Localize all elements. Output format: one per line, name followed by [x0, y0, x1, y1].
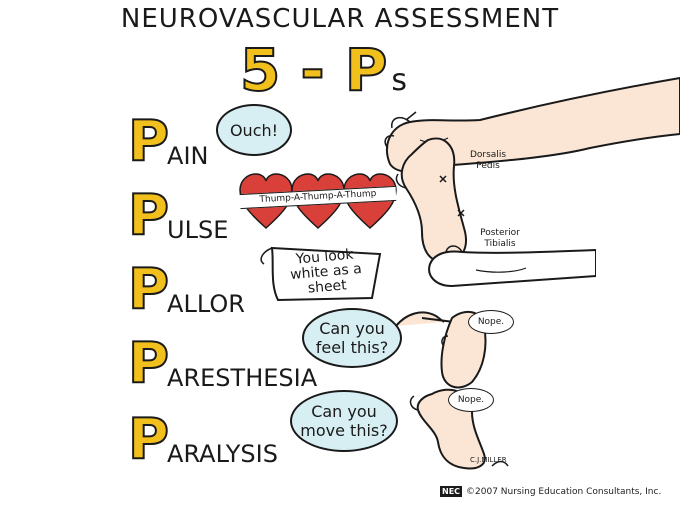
paralysis-bubble-text: Can you move this? [300, 402, 388, 440]
footer: NEC ©2007 Nursing Education Consultants,… [440, 486, 661, 497]
five-ps-main: 5 - P [239, 36, 388, 104]
item-pain-letter: P [127, 109, 170, 174]
page-title: NEUROVASCULAR ASSESSMENT [120, 4, 560, 34]
dorsalis-pedis-label: Dorsalis Pedis [462, 150, 514, 172]
item-pulse-label: ULSE [167, 216, 229, 244]
item-pallor-letter: P [127, 257, 170, 322]
item-pulse-letter: P [127, 183, 170, 248]
posterior-tibialis-text: Posterior Tibialis [480, 228, 520, 249]
pain-leg-illustration [384, 76, 680, 173]
five-ps-suffix: s [391, 63, 407, 98]
posterior-tibialis-label: Posterior Tibialis [474, 228, 526, 250]
pin-icon [421, 317, 455, 323]
item-pallor-label: ALLOR [167, 290, 245, 318]
item-paresthesia: P ARESTHESIA [127, 331, 318, 396]
pain-speech-bubble: Ouch! [216, 104, 292, 156]
pallor-text: You look white as a sheet [289, 246, 363, 297]
nec-logo: NEC [440, 486, 463, 497]
pallor-sign-text: You look white as a sheet [276, 246, 376, 299]
pallor-leg-illustration [428, 245, 596, 288]
item-pulse: P ULSE [127, 183, 229, 248]
paralysis-nope-text: Nope. [457, 395, 485, 405]
item-paresthesia-letter: P [127, 331, 170, 396]
artist-signature-text: C.J.MILLER [470, 456, 507, 464]
paresthesia-nope-bubble: Nope. [468, 310, 514, 334]
heart-banner-text: Thump-A-Thump-A-Thump [259, 188, 377, 206]
item-pain: P AIN [127, 109, 209, 174]
item-paresthesia-label: ARESTHESIA [167, 364, 318, 392]
paralysis-speech-bubble: Can you move this? [290, 390, 398, 452]
item-paralysis-label: ARALYSIS [167, 440, 278, 468]
item-paralysis: P ARALYSIS [127, 407, 278, 472]
item-pallor: P ALLOR [127, 257, 245, 322]
copyright-text: ©2007 Nursing Education Consultants, Inc… [466, 486, 662, 497]
item-paralysis-letter: P [127, 407, 170, 472]
item-pain-label: AIN [167, 142, 209, 170]
pallor-scroll-sign [260, 246, 382, 302]
paresthesia-speech-bubble: Can you feel this? [302, 308, 402, 368]
dorsalis-pedis-text: Dorsalis Pedis [469, 150, 507, 171]
artist-signature: C.J.MILLER [470, 456, 507, 464]
pain-bubble-text: Ouch! [229, 120, 279, 140]
paresthesia-bubble-text: Can you feel this? [315, 319, 389, 357]
paresthesia-nope-text: Nope. [477, 317, 505, 327]
pulse-foot-illustration [395, 137, 467, 264]
paralysis-nope-bubble: Nope. [448, 388, 494, 412]
